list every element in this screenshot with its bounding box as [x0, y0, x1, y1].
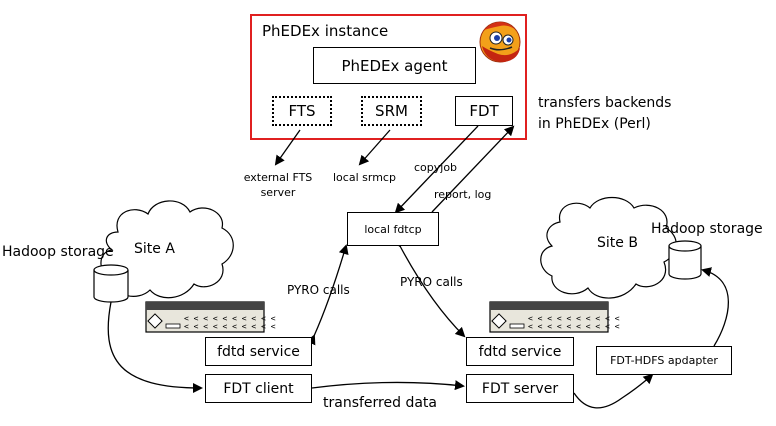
phedex-instance-title: PhEDEx instance [262, 22, 389, 40]
arrow-report-log [431, 125, 515, 213]
pyro-calls-right: PYRO calls [400, 275, 463, 289]
backends-note-line1: transfers backends [538, 95, 672, 111]
pyro-calls-left: PYRO calls [287, 283, 350, 297]
fdt-backend-box: FDT [455, 96, 513, 126]
external-fts-line1: external FTS [243, 171, 313, 184]
site-a-hadoop-label: Hadoop storage [2, 244, 114, 260]
arrow-fts-external [274, 129, 301, 166]
site-a-server-icon: < < < < < < < < < < < < < < < < < < < < [145, 301, 276, 333]
backends-note-line2: in PhEDEx (Perl) [538, 116, 651, 132]
fdt-hdfs-adapter-box: FDT-HDFS apdapter [596, 346, 732, 375]
phedex-agent-box: PhEDEx agent [313, 47, 476, 84]
svg-text:< < < < < < < < < <: < < < < < < < < < < [184, 322, 276, 331]
arrow-adapter-to-hadoop [701, 267, 729, 347]
site-a-fdtd-service-box: fdtd service [205, 337, 312, 366]
site-b-database-icon [668, 240, 702, 280]
copyjob-label: copyjob [414, 161, 458, 174]
svg-text:< < < < < < < < < <: < < < < < < < < < < [184, 314, 276, 323]
firefox-logo [479, 21, 521, 63]
site-b-server-icon: < < < < < < < < < < < < < < < < < < < < [489, 301, 620, 333]
report-log-label: report, log [434, 188, 492, 201]
fdt-server-box: FDT server [466, 374, 574, 403]
arrow-server-to-adapter [573, 373, 654, 409]
transferred-data-label: transferred data [323, 395, 437, 411]
site-b-hadoop-label: Hadoop storage [651, 221, 763, 237]
site-b-cloud [540, 196, 677, 299]
fts-backend-box: FTS [272, 96, 332, 126]
site-b-name: Site B [597, 235, 638, 251]
local-srmcp-label: local srmcp [333, 171, 396, 184]
arrow-pyro-right [391, 236, 466, 338]
arrow-pyro-left [306, 244, 349, 346]
site-b-fdtd-service-box: fdtd service [466, 337, 574, 366]
phedex-instance-frame [250, 14, 527, 140]
arrow-srm-local [358, 129, 391, 166]
fdt-client-box: FDT client [205, 374, 312, 403]
site-a-cloud [100, 200, 234, 299]
srm-backend-box: SRM [361, 96, 422, 126]
arrow-copyjob [394, 125, 479, 214]
local-fdtcp-box: local fdtcp [347, 212, 439, 246]
arrow-transferred-data [311, 380, 465, 391]
site-a-database-icon [93, 264, 129, 303]
svg-text:< < < < < < < < < <: < < < < < < < < < < [528, 314, 620, 323]
arrow-hadoop-to-client [107, 301, 203, 393]
svg-text:< < < < < < < < < <: < < < < < < < < < < [528, 322, 620, 331]
site-a-name: Site A [134, 241, 175, 257]
external-fts-line2: server [260, 186, 296, 199]
